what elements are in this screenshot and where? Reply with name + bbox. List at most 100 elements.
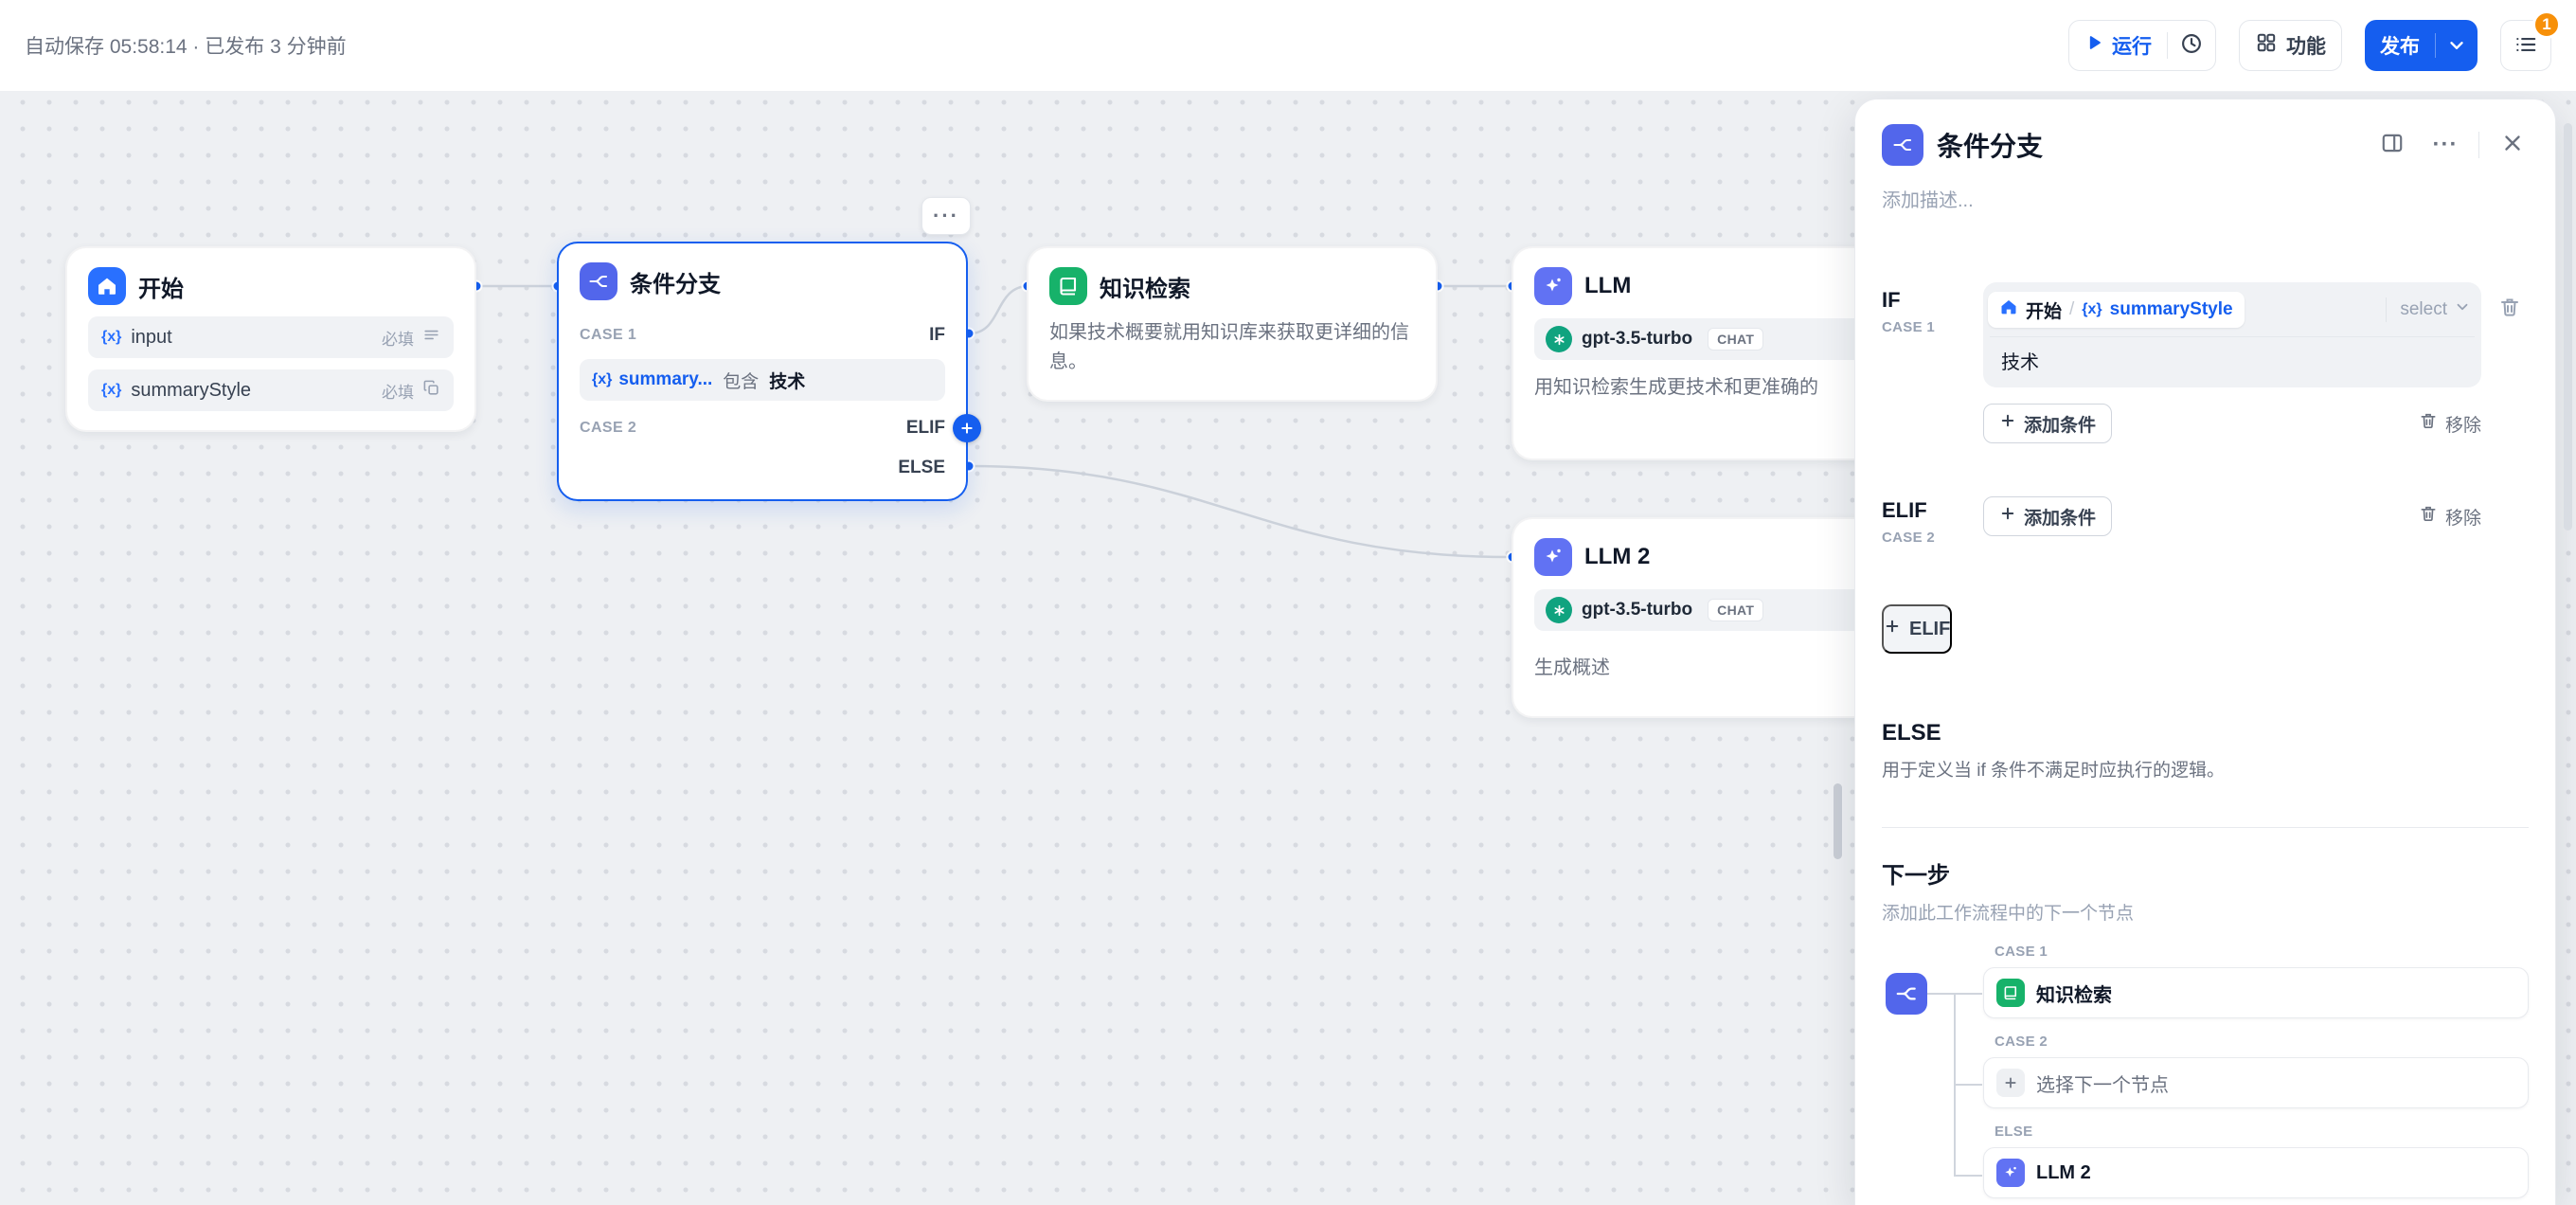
- remove-label: 移除: [2444, 508, 2481, 529]
- sparkle-ai-icon: [1534, 267, 1572, 305]
- path-separator: /: [2069, 299, 2075, 319]
- plus-icon: [1999, 505, 2016, 528]
- else-description: 用于定义当 if 条件不满足时应执行的逻辑。: [1882, 761, 2226, 781]
- node-knowledge[interactable]: 知识检索 如果技术概要就用知识库来获取更详细的信息。: [1027, 246, 1438, 402]
- publish-button[interactable]: 发布: [2365, 20, 2478, 71]
- add-condition-button[interactable]: 添加条件: [1983, 496, 2113, 536]
- tree-connector: [1954, 1084, 1982, 1086]
- node-title: 开始: [138, 276, 184, 302]
- chevron-down-icon[interactable]: [2436, 35, 2478, 56]
- node-llm2-header: LLM 2: [1534, 538, 1900, 576]
- next-step-title: 下一步: [1882, 863, 1950, 889]
- add-node-handle[interactable]: [953, 414, 981, 442]
- tree-case1-label: CASE 1: [1995, 944, 2048, 960]
- variable-name: summaryStyle: [2109, 299, 2233, 319]
- required-label: 必填: [382, 330, 414, 349]
- condition-value-input[interactable]: 技术: [1990, 336, 2475, 383]
- condition-row: 开始 / {x} summaryStyle select 技术: [1983, 282, 2529, 387]
- tree-else-label: ELSE: [1995, 1124, 2033, 1140]
- node-description: 生成概述: [1534, 657, 1610, 678]
- model-name: gpt-3.5-turbo: [1582, 329, 1693, 349]
- clock-history-icon: [2179, 31, 2204, 61]
- if-keyword: IF: [1882, 288, 1901, 312]
- next-node-llm2[interactable]: LLM 2: [1983, 1147, 2529, 1198]
- node-title: LLM 2: [1584, 544, 1651, 569]
- node-llm[interactable]: LLM gpt-3.5-turbo CHAT 用知识检索生成更技术和更准确的: [1512, 246, 1923, 460]
- publish-label: 发布: [2380, 36, 2420, 58]
- node-llm-header: LLM: [1534, 267, 1900, 305]
- chevron-down-icon: [2454, 298, 2471, 321]
- home-icon: [88, 267, 126, 305]
- node-knowledge-header: 知识检索: [1049, 267, 1415, 305]
- run-button[interactable]: 运行: [2069, 21, 2167, 70]
- model-row[interactable]: gpt-3.5-turbo CHAT: [1534, 318, 1900, 360]
- run-label: 运行: [2112, 36, 2152, 58]
- else-keyword: ELSE: [1882, 720, 1941, 746]
- operator-select[interactable]: select: [2386, 297, 2471, 322]
- panel-more-button[interactable]: ···: [2432, 132, 2459, 157]
- variable-node-name: 开始: [2026, 301, 2063, 322]
- next-node-knowledge[interactable]: 知识检索: [1983, 967, 2529, 1018]
- select-next-node-button[interactable]: 选择下一个节点: [1983, 1057, 2529, 1108]
- remove-case-button[interactable]: 移除: [2419, 411, 2481, 437]
- remove-label: 移除: [2444, 415, 2481, 436]
- variable-selector[interactable]: 开始 / {x} summaryStyle: [1988, 292, 2245, 328]
- node-llm2[interactable]: LLM 2 gpt-3.5-turbo CHAT 生成概述: [1512, 517, 1923, 718]
- if-section-label: IF CASE 1: [1882, 282, 1983, 443]
- variable-icon: {x}: [101, 329, 122, 345]
- model-name: gpt-3.5-turbo: [1582, 600, 1693, 620]
- required-flag: 必填: [382, 379, 440, 403]
- autosave-status: 自动保存 05:58:14 · 已发布 3 分钟前: [25, 36, 347, 58]
- if-actions-row: 添加条件 移除: [1983, 404, 2481, 443]
- start-var-row-input[interactable]: {x} input 必填: [88, 316, 454, 358]
- branch-split-icon: [1886, 973, 1927, 1015]
- required-label: 必填: [382, 383, 414, 402]
- variable-icon: {x}: [2082, 301, 2102, 317]
- openai-icon: [1546, 597, 1572, 623]
- node-more-button[interactable]: ···: [921, 197, 971, 235]
- variable-name: summary...: [618, 369, 713, 389]
- checklist-button[interactable]: 1: [2500, 10, 2561, 71]
- model-row[interactable]: gpt-3.5-turbo CHAT: [1534, 589, 1900, 631]
- divider: [1882, 827, 2529, 828]
- next-step-tree: CASE 1 知识检索 CASE 2 选择下一个节点 ELSE LLM 2: [1882, 944, 2529, 1198]
- home-icon: [1999, 297, 2018, 322]
- select-next-node-label: 选择下一个节点: [2036, 1074, 2169, 1096]
- variable-name: summaryStyle: [131, 379, 252, 401]
- node-title: 条件分支: [630, 271, 721, 297]
- window-scrollbar[interactable]: [2564, 123, 2572, 531]
- top-bar: 自动保存 05:58:14 · 已发布 3 分钟前 运行 功能 发布: [0, 0, 2576, 92]
- features-button[interactable]: 功能: [2239, 20, 2342, 71]
- features-label: 功能: [2286, 36, 2326, 58]
- add-elif-label: ELIF: [1909, 618, 1951, 639]
- start-var-row-summarystyle[interactable]: {x} summaryStyle 必填: [88, 369, 454, 411]
- add-elif-button[interactable]: ELIF: [1882, 604, 1953, 654]
- edge-else-llm2: [968, 464, 1512, 559]
- condition-operator: 包含: [723, 371, 760, 392]
- plus-icon: [1884, 618, 1901, 640]
- node-title: 知识检索: [1100, 276, 1190, 302]
- condition-value: 技术: [769, 371, 806, 392]
- branch-split-icon: [580, 262, 617, 300]
- panel-close-button[interactable]: [2493, 125, 2532, 165]
- node-start[interactable]: 开始 {x} input 必填 {x} summaryStyle 必填: [65, 246, 476, 432]
- run-history-button[interactable]: [2168, 22, 2215, 69]
- node-ifelse[interactable]: 条件分支 CASE 1 IF {x} summary... 包含 技术 CASE…: [557, 242, 981, 501]
- tree-case2-label: CASE 2: [1995, 1034, 2048, 1050]
- if-section-body: 开始 / {x} summaryStyle select 技术: [1983, 282, 2529, 443]
- split-view-button[interactable]: [2372, 125, 2412, 165]
- sparkle-ai-icon: [1996, 1159, 2025, 1187]
- condition-summary-row[interactable]: {x} summary... 包含 技术: [580, 359, 945, 401]
- else-section: ELSE 用于定义当 if 条件不满足时应执行的逻辑。: [1855, 654, 2555, 783]
- add-condition-button[interactable]: 添加条件: [1983, 404, 2113, 443]
- panel-header: 条件分支 ···: [1855, 99, 2555, 166]
- canvas-scrollbar[interactable]: [1834, 783, 1842, 859]
- elif-keyword: ELIF: [1882, 498, 1927, 522]
- description-placeholder[interactable]: 添加描述...: [1882, 190, 1974, 211]
- delete-condition-button[interactable]: [2491, 290, 2529, 328]
- remove-case-button[interactable]: 移除: [2419, 504, 2481, 530]
- elif-section: ELIF CASE 2 添加条件 移除: [1855, 493, 2555, 546]
- case2-label: CASE 2: [1882, 530, 1935, 546]
- panel-title: 条件分支: [1937, 132, 2044, 161]
- condition-variable-row: 开始 / {x} summaryStyle select: [1988, 287, 2477, 333]
